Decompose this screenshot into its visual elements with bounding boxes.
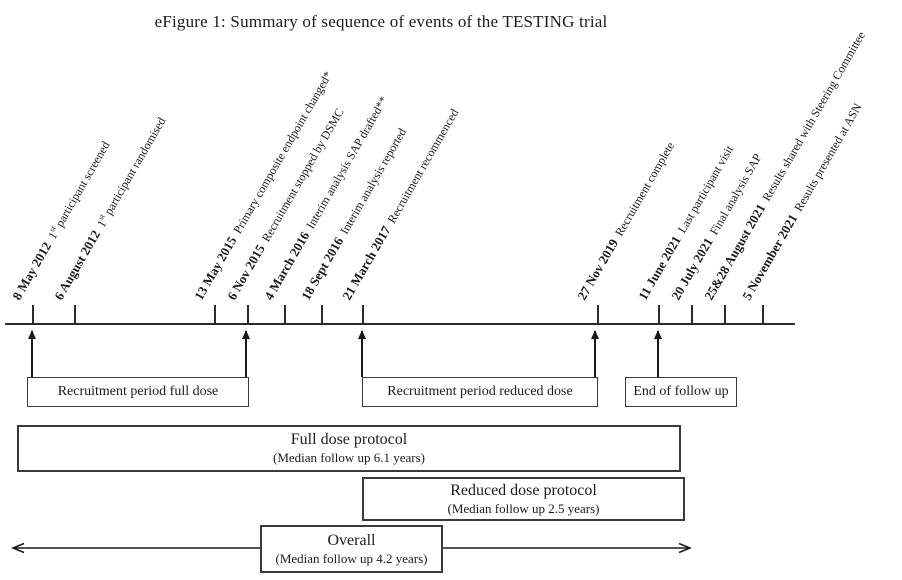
overall-protocol-box: Overall(Median follow up 4.2 years)	[260, 525, 443, 573]
up-arrow	[591, 330, 599, 377]
period-box-label: Recruitment period reduced dose	[387, 384, 573, 399]
period-box-label: Recruitment period full dose	[57, 384, 219, 399]
up-arrow	[242, 330, 250, 377]
timeline-axis	[5, 323, 795, 325]
timeline-tick	[321, 305, 323, 324]
timeline-tick	[597, 305, 599, 324]
period-box: Recruitment period full dose	[27, 377, 249, 407]
timeline-tick	[762, 305, 764, 324]
protocol-box-title: Full dose protocol	[290, 431, 408, 449]
up-arrow	[28, 330, 36, 377]
timeline-tick	[74, 305, 76, 324]
reduced-dose-protocol-box: Reduced dose protocol(Median follow up 2…	[362, 477, 685, 521]
arrowhead-left	[11, 542, 25, 554]
timeline-tick	[247, 305, 249, 324]
protocol-box-subtitle: (Median follow up 6.1 years)	[273, 450, 425, 466]
timeline-tick	[214, 305, 216, 324]
protocol-box-title: Reduced dose protocol	[450, 481, 597, 499]
figure-title: eFigure 1: Summary of sequence of events…	[154, 12, 608, 31]
arrowhead-right	[678, 542, 692, 554]
timeline-tick	[658, 305, 660, 324]
period-box: Recruitment period reduced dose	[362, 377, 598, 407]
period-box: End of follow up	[625, 377, 737, 407]
protocol-box-title: Overall	[327, 531, 376, 549]
up-arrow	[654, 330, 662, 377]
up-arrow	[358, 330, 366, 377]
timeline-tick	[32, 305, 34, 324]
timeline-tick	[691, 305, 693, 324]
timeline-tick	[284, 305, 286, 324]
period-box-label: End of follow up	[633, 384, 729, 399]
protocol-box-subtitle: (Median follow up 2.5 years)	[447, 500, 600, 516]
timeline-tick	[362, 305, 364, 324]
protocol-box-subtitle: (Median follow up 4.2 years)	[275, 550, 428, 566]
timeline-tick	[724, 305, 726, 324]
full-dose-protocol-box: Full dose protocol(Median follow up 6.1 …	[17, 425, 681, 472]
